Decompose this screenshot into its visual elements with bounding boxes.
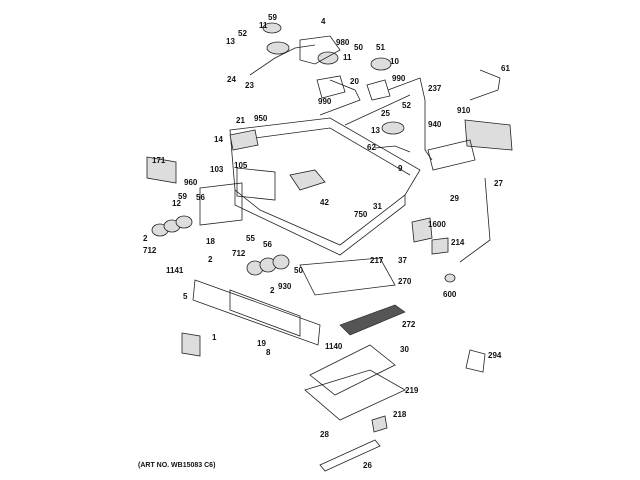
- part-callout-30: 30: [400, 345, 409, 354]
- part-callout-940: 940: [428, 120, 442, 129]
- part-callout-1141: 1141: [166, 266, 184, 275]
- part-callout-2: 2: [208, 255, 213, 264]
- part-callout-930: 930: [278, 282, 292, 291]
- part-callout-4: 4: [321, 17, 326, 26]
- part-callout-13: 13: [226, 37, 235, 46]
- part-callout-52: 52: [402, 101, 411, 110]
- part-callout-25: 25: [381, 109, 390, 118]
- part-callout-23: 23: [245, 81, 254, 90]
- part-callout-105: 105: [234, 161, 248, 170]
- part-callout-59: 59: [268, 13, 277, 22]
- part-callout-8: 8: [266, 348, 271, 357]
- part-callout-28: 28: [320, 430, 329, 439]
- part-callout-960: 960: [184, 178, 198, 187]
- part-callout-9: 9: [398, 164, 403, 173]
- part-callout-2: 2: [143, 234, 148, 243]
- part-callout-11: 11: [343, 53, 352, 62]
- part-callout-55: 55: [246, 234, 255, 243]
- part-callout-42: 42: [320, 198, 329, 207]
- part-callout-27: 27: [494, 179, 503, 188]
- part-callout-600: 600: [443, 290, 457, 299]
- oven-components: [299, 69, 513, 472]
- part-callout-712: 712: [232, 249, 246, 258]
- part-callout-990: 990: [318, 97, 332, 106]
- part-callout-1140: 1140: [325, 342, 343, 351]
- part-callout-712: 712: [143, 246, 157, 255]
- part-callout-217: 217: [370, 256, 384, 265]
- range-chassis: [229, 117, 421, 256]
- part-callout-37: 37: [398, 256, 407, 265]
- part-callout-13: 13: [371, 126, 380, 135]
- part-callout-29: 29: [450, 194, 459, 203]
- part-callout-21: 21: [236, 116, 245, 125]
- part-callout-26: 26: [363, 461, 372, 470]
- part-callout-214: 214: [451, 238, 465, 247]
- part-callout-1: 1: [212, 333, 217, 342]
- part-callout-51: 51: [376, 43, 385, 52]
- part-callout-12: 12: [172, 199, 181, 208]
- part-callout-19: 19: [257, 339, 266, 348]
- part-callout-50: 50: [354, 43, 363, 52]
- part-callout-59: 59: [178, 192, 187, 201]
- part-callout-24: 24: [227, 75, 236, 84]
- part-callout-990: 990: [392, 74, 406, 83]
- part-callout-5: 5: [183, 292, 188, 301]
- part-callout-272: 272: [402, 320, 416, 329]
- part-callout-14: 14: [214, 135, 223, 144]
- part-callout-171: 171: [152, 156, 166, 165]
- part-callout-294: 294: [488, 351, 502, 360]
- part-callout-237: 237: [428, 84, 442, 93]
- part-callout-910: 910: [457, 106, 471, 115]
- part-callout-50: 50: [294, 266, 303, 275]
- part-callout-103: 103: [210, 165, 224, 174]
- part-callout-750: 750: [354, 210, 368, 219]
- part-callout-62: 62: [367, 143, 376, 152]
- part-callout-61: 61: [501, 64, 510, 73]
- part-callout-950: 950: [254, 114, 268, 123]
- part-callout-31: 31: [373, 202, 382, 211]
- part-callout-20: 20: [350, 77, 359, 86]
- art-number: (ART NO. WB15083 C6): [138, 462, 216, 469]
- part-callout-270: 270: [398, 277, 412, 286]
- part-callout-219: 219: [405, 386, 419, 395]
- part-callout-52: 52: [238, 29, 247, 38]
- part-callout-980: 980: [336, 38, 350, 47]
- part-callout-56: 56: [263, 240, 272, 249]
- part-callout-1600: 1600: [428, 220, 446, 229]
- part-callout-218: 218: [393, 410, 407, 419]
- part-callout-56: 56: [196, 193, 205, 202]
- part-callout-10: 10: [390, 57, 399, 66]
- part-callout-18: 18: [206, 237, 215, 246]
- part-callout-11: 11: [259, 21, 268, 30]
- control-components: [146, 156, 321, 357]
- surface-burners: [249, 22, 433, 161]
- part-callout-2: 2: [270, 286, 275, 295]
